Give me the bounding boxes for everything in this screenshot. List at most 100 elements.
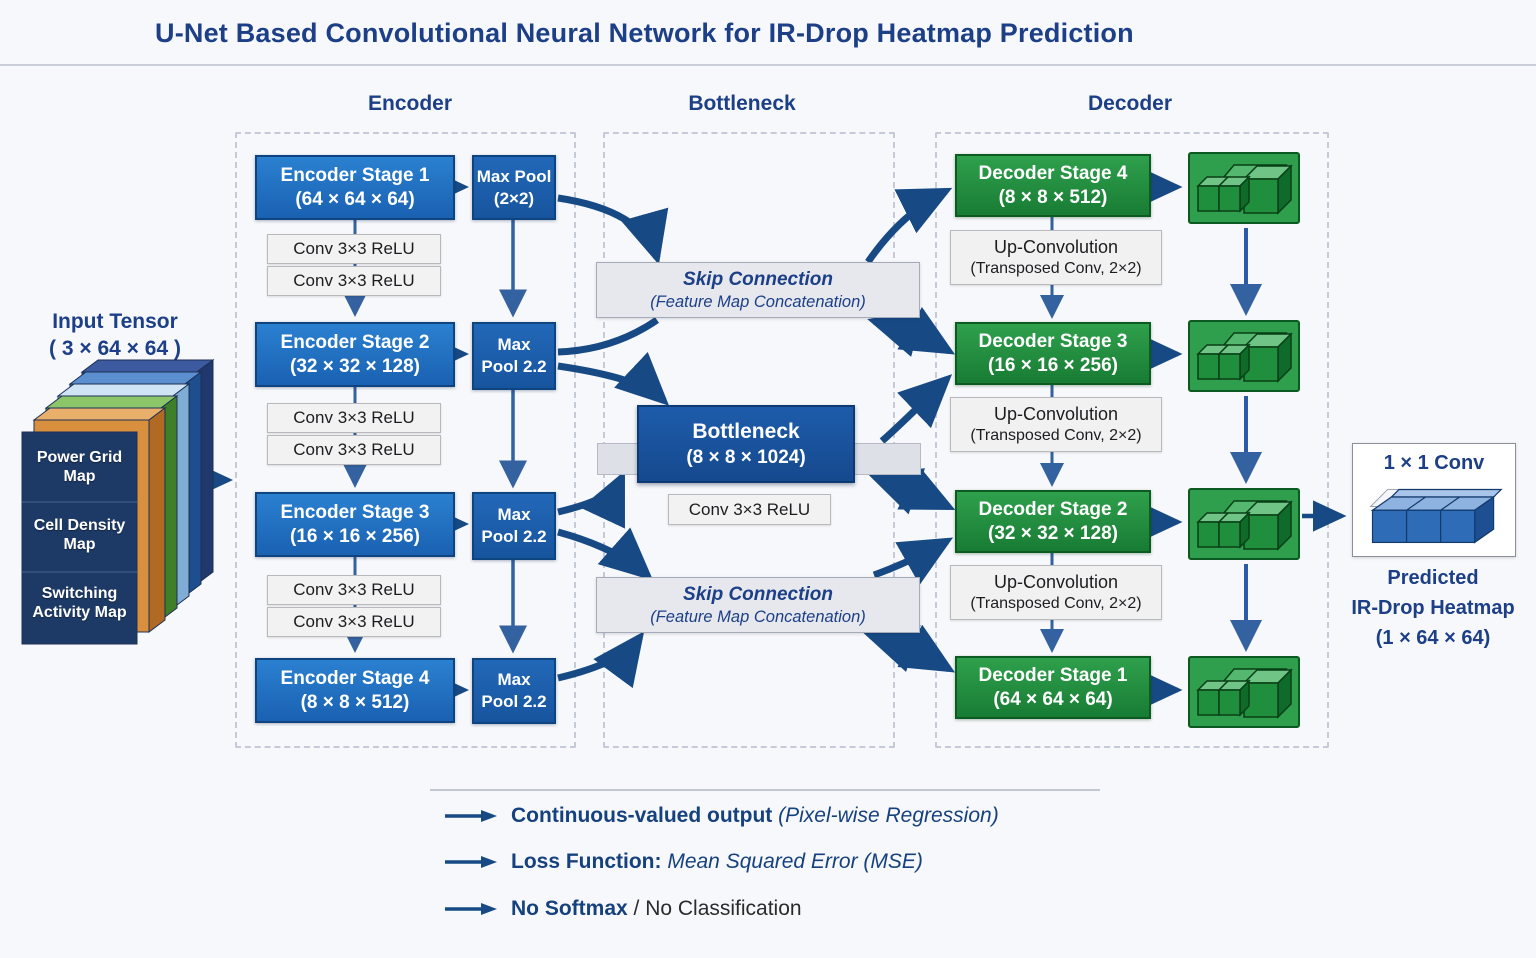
conv-relu-box: Conv 3×3 ReLU (267, 607, 441, 637)
tensor-label-cell-density: Cell Density Map (33, 517, 126, 553)
upconv-box: Up-Convolution (Transposed Conv, 2×2) (950, 397, 1162, 452)
encoder-stage-1-dims: (64 × 64 × 64) (295, 188, 415, 210)
encoder-stage-1-box: Encoder Stage 1 (64 × 64 × 64) (255, 155, 455, 220)
title-divider (0, 64, 1536, 66)
upconv-title: Up-Convolution (993, 572, 1119, 592)
output-caption-line2: IR-Drop Heatmap (1351, 597, 1515, 619)
bottleneck-box: Bottleneck (8 × 8 × 1024) (637, 405, 855, 483)
maxpool-1-line2: (2×2) (493, 188, 535, 208)
conv-relu-box: Conv 3×3 ReLU (668, 494, 831, 525)
upconv-subtitle: (Transposed Conv, 2×2) (970, 595, 1142, 612)
legend-row-1: Continuous-valued output (Pixel-wise Reg… (445, 804, 999, 828)
legend-2-rest: Mean Squared Error (MSE) (661, 850, 923, 873)
output-caption: Predicted IR-Drop Heatmap (1 × 64 × 64) (1340, 563, 1526, 653)
decoder-stage-4-dims: (8 × 8 × 512) (998, 186, 1108, 208)
legend-1-bold: Continuous-valued output (511, 804, 773, 827)
encoder-stage-3-box: Encoder Stage 3 (16 × 16 × 256) (255, 492, 455, 557)
encoder-stage-4-dims: (8 × 8 × 512) (300, 691, 410, 713)
conv-relu-box: Conv 3×3 ReLU (267, 575, 441, 605)
input-tensor-title: Input Tensor (52, 310, 178, 333)
maxpool-4-line1: Max (497, 670, 531, 689)
heatmap-slab-icon (1369, 488, 1503, 544)
decoder-stage-1-dims: (64 × 64 × 64) (993, 688, 1113, 710)
conv-relu-box: Conv 3×3 ReLU (267, 435, 441, 465)
legend-divider (430, 789, 1100, 791)
maxpool-4-line2: Pool 2.2 (481, 692, 547, 711)
conv-relu-box: Conv 3×3 ReLU (267, 266, 441, 296)
encoder-stage-2-title: Encoder Stage 2 (280, 331, 430, 353)
section-header-decoder: Decoder (1087, 92, 1173, 115)
decoder-stage-3-box: Decoder Stage 3 (16 × 16 × 256) (955, 322, 1151, 385)
decoder-stage-2-dims: (32 × 32 × 128) (988, 522, 1118, 544)
legend-arrow-icon (445, 903, 497, 915)
output-conv-label: 1 × 1 Conv (1383, 452, 1485, 474)
maxpool-2-line2: Pool 2.2 (481, 357, 547, 376)
decoder-stage-2-title: Decoder Stage 2 (978, 498, 1128, 520)
skip-connection-1-box: Skip Connection (Feature Map Concatenati… (596, 262, 920, 318)
legend-arrow-icon (445, 856, 497, 868)
upconv-title: Up-Convolution (993, 404, 1119, 424)
decoder-region-border (935, 132, 1329, 748)
bottleneck-title: Bottleneck (692, 420, 800, 443)
maxpool-3-line2: Pool 2.2 (481, 527, 547, 546)
decoder-stage-1-box: Decoder Stage 1 (64 × 64 × 64) (955, 656, 1151, 719)
decoder-stage-4-title: Decoder Stage 4 (978, 162, 1128, 184)
feature-map-icon (1188, 152, 1300, 224)
legend-arrow-icon (445, 810, 497, 822)
decoder-stage-2-box: Decoder Stage 2 (32 × 32 × 128) (955, 490, 1151, 553)
feature-map-icon (1188, 656, 1300, 728)
encoder-region-border (235, 132, 576, 748)
maxpool-1-line1: Max Pool (476, 166, 552, 186)
decoder-stage-4-box: Decoder Stage 4 (8 × 8 × 512) (955, 154, 1151, 217)
bottleneck-dims: (8 × 8 × 1024) (686, 447, 806, 468)
legend-2-bold: Loss Function: (511, 850, 662, 873)
input-tensor-dims: ( 3 × 64 × 64 ) (49, 337, 181, 360)
maxpool-2-box: Max Pool 2.2 (472, 322, 556, 390)
legend-3-rest: / No Classification (627, 897, 802, 920)
encoder-stage-1-title: Encoder Stage 1 (280, 164, 430, 186)
tensor-label-switching-activity: Switching Activity Map (32, 585, 127, 621)
upconv-box: Up-Convolution (Transposed Conv, 2×2) (950, 230, 1162, 285)
upconv-box: Up-Convolution (Transposed Conv, 2×2) (950, 565, 1162, 620)
tensor-front-panel (21, 431, 138, 645)
page-title: U-Net Based Convolutional Neural Network… (155, 18, 1134, 48)
maxpool-4-box: Max Pool 2.2 (472, 658, 556, 724)
legend-1-rest: (Pixel-wise Regression) (772, 804, 999, 827)
conv-relu-box: Conv 3×3 ReLU (267, 234, 441, 264)
conv-relu-box: Conv 3×3 ReLU (267, 403, 441, 433)
input-tensor-title-block: Input Tensor ( 3 × 64 × 64 ) (20, 308, 210, 362)
maxpool-1-box: Max Pool (2×2) (472, 155, 556, 220)
encoder-stage-4-box: Encoder Stage 4 (8 × 8 × 512) (255, 658, 455, 723)
section-header-encoder: Encoder (367, 92, 453, 115)
upconv-subtitle: (Transposed Conv, 2×2) (970, 260, 1142, 277)
skip-connection-2-title: Skip Connection (683, 583, 833, 605)
feature-map-icon (1188, 488, 1300, 560)
upconv-title: Up-Convolution (993, 237, 1119, 257)
input-tensor-graphic (21, 359, 215, 645)
section-header-bottleneck: Bottleneck (688, 92, 796, 115)
decoder-stage-3-dims: (16 × 16 × 256) (988, 354, 1118, 376)
skip-connection-2-box: Skip Connection (Feature Map Concatenati… (596, 577, 920, 633)
maxpool-3-box: Max Pool 2.2 (472, 492, 556, 560)
tensor-label-power-grid: Power Grid Map (36, 449, 123, 485)
legend-row-3: No Softmax / No Classification (445, 897, 802, 921)
legend-row-2: Loss Function: Mean Squared Error (MSE) (445, 850, 923, 874)
bottleneck-region-border (603, 132, 895, 748)
legend-3-bold: No Softmax (511, 897, 628, 920)
maxpool-2-line1: Max (497, 335, 531, 354)
output-caption-line1: Predicted (1387, 567, 1479, 589)
skip-connection-2-subtitle: (Feature Map Concatenation) (650, 607, 866, 626)
maxpool-3-line1: Max (497, 505, 531, 524)
encoder-stage-4-title: Encoder Stage 4 (280, 667, 430, 689)
feature-map-icon (1188, 320, 1300, 392)
upconv-subtitle: (Transposed Conv, 2×2) (970, 427, 1142, 444)
encoder-stage-3-dims: (16 × 16 × 256) (290, 525, 420, 547)
skip-connection-1-subtitle: (Feature Map Concatenation) (650, 292, 866, 311)
skip-connection-1-title: Skip Connection (683, 268, 833, 290)
output-caption-line3: (1 × 64 × 64) (1375, 627, 1491, 649)
encoder-stage-3-title: Encoder Stage 3 (280, 501, 430, 523)
encoder-stage-2-box: Encoder Stage 2 (32 × 32 × 128) (255, 322, 455, 387)
output-conv-box: 1 × 1 Conv (1352, 443, 1516, 557)
decoder-stage-1-title: Decoder Stage 1 (978, 664, 1128, 686)
